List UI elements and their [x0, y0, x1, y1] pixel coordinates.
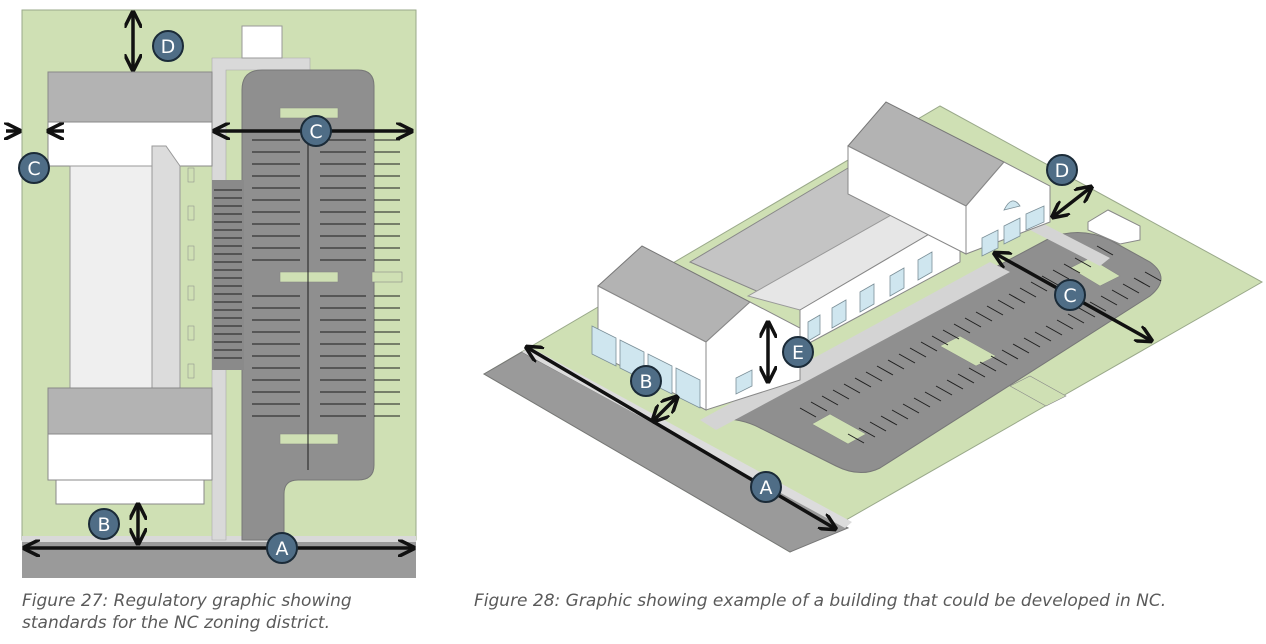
svg-text:B: B: [639, 371, 652, 393]
marker-d: D: [152, 30, 184, 62]
svg-text:E: E: [792, 342, 804, 364]
storefront-windows: [187, 167, 195, 379]
middle-wing-windows: [807, 251, 933, 342]
figure-28-caption: Figure 28: Graphic showing example of a …: [474, 591, 1167, 611]
parking-apron: [212, 180, 244, 370]
building-south-porch: [55, 479, 205, 505]
marker-c-setback: C: [18, 152, 50, 184]
accessory-shed: [1087, 209, 1141, 245]
svg-text:D: D: [161, 36, 176, 58]
marker-c-parking: C: [300, 115, 332, 147]
marker-e: E: [782, 336, 814, 368]
building-south-roof: [47, 387, 213, 435]
figure-27-site-plan: A B C C D: [0, 9, 417, 578]
marker-b: B: [630, 365, 662, 397]
building-middle: [69, 165, 157, 389]
svg-text:C: C: [1063, 285, 1076, 307]
right-wing-windows: [981, 200, 1045, 257]
svg-text:A: A: [760, 477, 773, 499]
building-north-roof: [47, 71, 213, 123]
parking-stalls: [214, 120, 400, 470]
marker-a: A: [266, 532, 298, 564]
dumpster-pad: [241, 25, 283, 59]
svg-text:C: C: [309, 121, 322, 143]
building-south-facade: [47, 433, 213, 481]
marker-a: A: [750, 471, 782, 503]
marker-b: B: [88, 508, 120, 540]
svg-text:A: A: [276, 538, 289, 560]
arrow-a: [528, 348, 834, 528]
figure-28-isometric: A B C D E: [483, 101, 1264, 553]
svg-text:D: D: [1055, 160, 1070, 182]
svg-text:C: C: [27, 158, 40, 180]
street: [22, 538, 416, 578]
building-middle-roof: [151, 145, 181, 409]
marker-c: C: [1054, 279, 1086, 311]
arrow-b: [654, 398, 676, 420]
svg-text:B: B: [97, 514, 110, 536]
arrow-d: [1054, 188, 1090, 216]
building-north-facade: [47, 121, 213, 167]
figure-27-caption: Figure 27: Regulatory graphic showing st…: [22, 591, 352, 633]
marker-d: D: [1046, 154, 1078, 186]
